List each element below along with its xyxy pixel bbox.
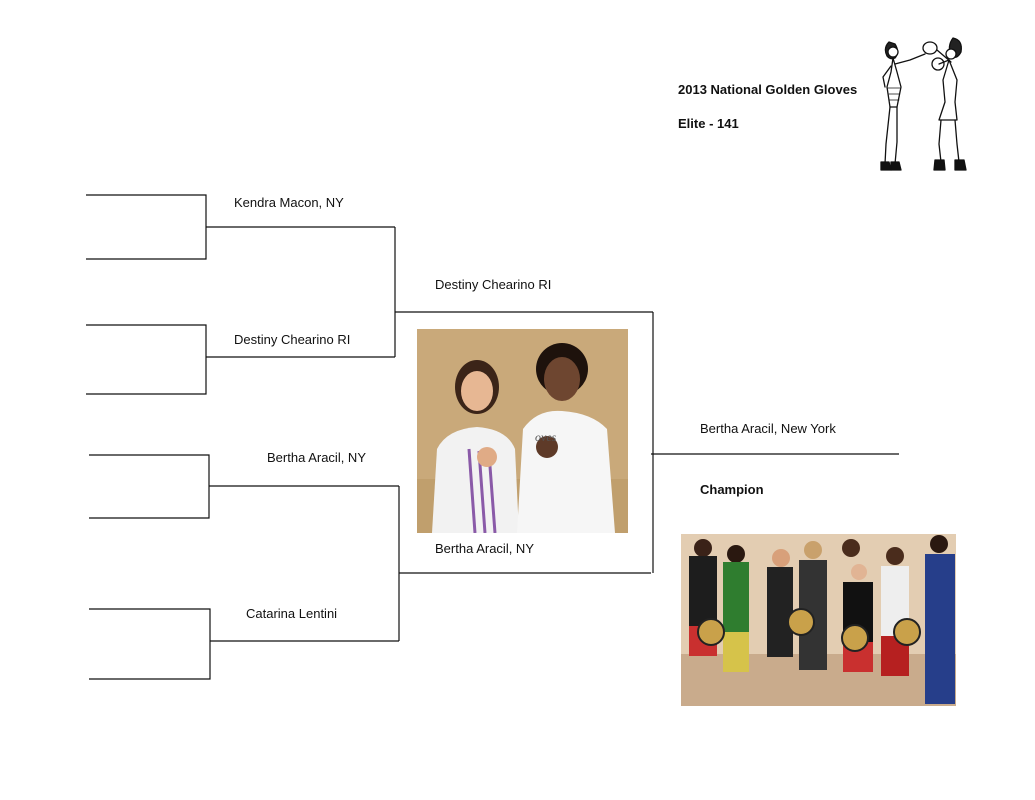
champion-name: Bertha Aracil, New York [700,421,836,436]
sf-winner-bottom: Bertha Aracil, NY [435,541,534,556]
finalists-photo-art: oves [417,329,628,533]
finalists-photo: oves [417,329,628,533]
sf-winner-top: Destiny Chearino RI [435,277,552,292]
svg-text:oves: oves [535,430,557,444]
r1-winner-a: Kendra Macon, NY [234,195,344,210]
champion-label: Champion [700,482,764,497]
division-label: Elite - 141 [678,116,739,131]
bracket-line-r1-a [86,194,207,260]
boxing-women-icon [880,37,967,171]
champions-group-photo-art [681,534,956,706]
r1-winner-b: Destiny Chearino RI [234,332,351,347]
bracket-line-r1-d [89,608,211,680]
r1-winner-d: Catarina Lentini [246,606,338,621]
r1-winner-c: Bertha Aracil, NY [267,450,366,465]
bracket-line-r1-c [89,454,210,519]
champions-group-photo [681,534,956,706]
page-title: 2013 National Golden Gloves [678,82,858,97]
bracket-line-r1-b [86,324,207,395]
